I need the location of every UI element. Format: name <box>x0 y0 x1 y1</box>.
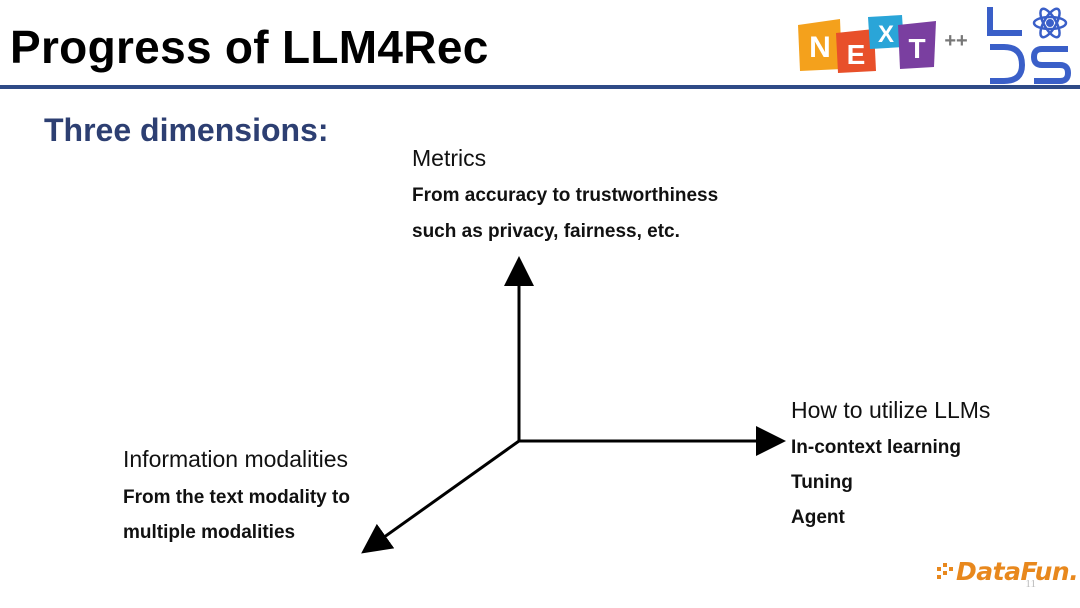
atom-icon <box>1032 7 1068 39</box>
next-logo-x-tile <box>868 15 904 49</box>
modalities-axis-line-2: multiple modalities <box>123 522 296 543</box>
next-logo-t-tile <box>898 21 936 69</box>
utilize-llms-axis-line-2: Tuning <box>791 472 853 493</box>
datafun-dots-icon <box>937 563 953 579</box>
next-logo-t-letter: T <box>908 33 925 64</box>
modalities-axis-title: Information modalities <box>123 446 348 472</box>
diagonal-axis-arrow <box>361 439 520 554</box>
datafun-logo: DataFun. <box>936 556 1079 586</box>
utilize-llms-axis-line-1: In-context learning <box>791 437 961 458</box>
utilize-llms-axis-line-3: Agent <box>791 507 845 528</box>
slide-subtitle: Three dimensions: <box>44 112 329 148</box>
next-logo-suffix: ++ <box>944 30 967 52</box>
page-number: 11 <box>1025 578 1036 590</box>
metrics-axis-line-2: such as privacy, fairness, etc. <box>412 221 680 242</box>
next-logo-n-letter: N <box>809 31 831 64</box>
modalities-axis-line-1: From the text modality to <box>123 487 350 508</box>
next-logo-e-letter: E <box>847 39 866 70</box>
next-logo: N E X T ++ <box>798 15 968 73</box>
next-logo-n-tile <box>798 19 842 71</box>
utilize-llms-axis-title: How to utilize LLMs <box>791 397 991 423</box>
title-divider <box>0 85 1080 89</box>
next-logo-e-tile <box>836 29 876 73</box>
metrics-axis-title: Metrics <box>412 145 487 171</box>
datafun-wordmark: DataFun. <box>956 556 1079 586</box>
metrics-axis-line-1: From accuracy to trustworthiness <box>412 185 719 206</box>
next-logo-x-letter: X <box>878 21 894 48</box>
page-title: Progress of LLM4Rec <box>10 21 489 73</box>
lds-logo <box>987 7 1072 84</box>
